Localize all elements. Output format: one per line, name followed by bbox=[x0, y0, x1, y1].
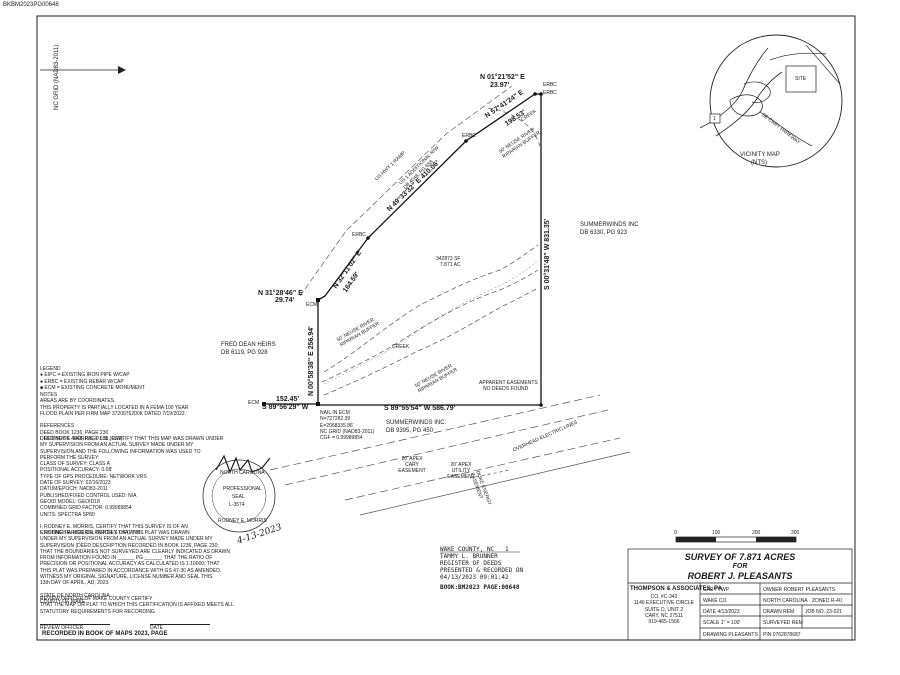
vicinity-map-nts: (NTS) bbox=[751, 160, 767, 166]
riparian-buffer-lines bbox=[321, 107, 541, 396]
bearing-east-line: S 00°31'48" W 831.35' bbox=[544, 218, 551, 290]
tb-job: JOB NO. 23-021 bbox=[805, 609, 842, 615]
firm-name: THOMPSON & ASSOCIATES, PA bbox=[630, 586, 722, 592]
apparent-easements-2: NO DEEDS FOUND bbox=[483, 386, 529, 392]
bearing-sw-short: S 89°56'29" W bbox=[262, 404, 309, 411]
creek-label: CREEK bbox=[392, 344, 410, 350]
easement-lines bbox=[269, 394, 631, 516]
tb-county: WAKE CO. bbox=[703, 598, 728, 604]
adjoiner-west-deed: DB 6119, PG 928 bbox=[221, 350, 268, 356]
control-nail-note: NAIL IN ECM N=727282.39 E=2068335.86' NC… bbox=[320, 410, 375, 442]
scale-tick-0: 0 bbox=[674, 530, 677, 536]
seal-state: NORTH CAROLINA bbox=[220, 470, 265, 476]
area-sf: 342873 SF bbox=[436, 256, 461, 262]
certificate-plat: I, RODNEY E. MORRIS, CERTIFY THAT THIS P… bbox=[40, 530, 230, 606]
north-arrow-label: NC GRID (NAD83-2011) bbox=[54, 44, 60, 110]
distance-sw-short: 152.45' bbox=[276, 396, 300, 403]
apparent-easements-1: APPARENT EASEMENTS bbox=[479, 380, 538, 386]
property-boundary bbox=[264, 93, 542, 406]
north-arrow-icon bbox=[40, 66, 126, 74]
area-ac: 7.871 AC bbox=[440, 262, 461, 268]
adjoiner-east-deed: DB 6330, PG 923 bbox=[580, 230, 628, 236]
scale-tick-200: 200 bbox=[752, 530, 761, 536]
signature-mark bbox=[215, 454, 271, 474]
survey-title-for: FOR bbox=[732, 563, 748, 570]
ecm-label-2: ECM bbox=[248, 400, 260, 406]
review-date-line bbox=[150, 624, 210, 625]
register-book-page: BOOK:BM2023 PAGE:00648 bbox=[440, 584, 520, 591]
register-of-deeds-stamp: WAKE COUNTY, NC 1 TAMMY L. BRUNNER REGIS… bbox=[440, 546, 524, 581]
bearing-west-line: N 00°58'38" E 256.94' bbox=[308, 326, 315, 396]
tb-state: NORTH CAROLINA bbox=[763, 598, 808, 604]
seal-label: SEAL bbox=[232, 494, 245, 500]
scale-tick-100: 100 bbox=[712, 530, 721, 536]
review-officer-label: REVIEW OFFICER bbox=[40, 625, 84, 631]
recorded-in-book: RECORDED IN BOOK OF MAPS 2023, PAGE bbox=[42, 631, 168, 637]
ramp-row-line bbox=[299, 85, 513, 297]
bearing-west-short: N 31°28'46" E bbox=[258, 290, 303, 297]
legend: LEGEND ● EIPC = EXISTING IRON PIPE W/CAP… bbox=[40, 366, 145, 391]
document-id: BKBM2023PG00648 bbox=[3, 2, 59, 8]
tb-owner: OWNER ROBERT PLEASANTS bbox=[763, 587, 836, 593]
tb-zoned: ZONED R-40 bbox=[812, 598, 842, 604]
erbc-label-3: ERBC bbox=[462, 133, 476, 139]
bearing-top-short: N 01°21'52" E bbox=[480, 74, 525, 81]
adjoiner-east-name: SUMMERWINDS INC bbox=[580, 222, 639, 228]
bearing-south-line: S 89°55'54" W 586.79' bbox=[384, 405, 456, 412]
tb-pin: PIN 0762878687 bbox=[763, 632, 801, 638]
seal-surveyor-name: RODNEY E. MORRIS bbox=[218, 518, 267, 524]
sheet-border bbox=[36, 15, 856, 641]
scale-tick-300: 300 bbox=[791, 530, 800, 536]
scale-bar bbox=[675, 536, 797, 543]
distance-west-short: 29.74' bbox=[275, 297, 295, 304]
distance-top-short: 23.97' bbox=[490, 82, 510, 89]
seal-professional: PROFESSIONAL bbox=[223, 486, 262, 492]
certificate-survey: I, RODNEY E. MORRIS, P.L.S., CERTIFY THA… bbox=[40, 436, 224, 537]
survey-client: ROBERT J. PLEASANTS bbox=[687, 571, 793, 581]
notes: NOTES AREAS ARE BY COORDINATES. THIS PRO… bbox=[40, 392, 189, 443]
survey-title: SURVEY OF 7.871 ACRES bbox=[684, 552, 796, 562]
review-officer-signature-line bbox=[40, 624, 110, 625]
erbc-label-2: ERBC bbox=[543, 90, 557, 96]
adjoiner-south-name: SUMMERWINDS INC. bbox=[386, 420, 447, 426]
tb-township: CARY TWP. bbox=[703, 587, 730, 593]
apex-utility-easement: 20' APEX UTILITY EASEMENT bbox=[447, 462, 475, 480]
tb-date: DATE 4/13/2023 bbox=[703, 609, 740, 615]
erbc-label-4: ERBC bbox=[352, 232, 366, 238]
adjoiner-south-deed: DB 9395, PG 450 bbox=[386, 428, 434, 434]
apex-cary-easement: 20' APEX CARY EASEMENT bbox=[398, 456, 426, 474]
review-date-label: DATE bbox=[150, 625, 163, 631]
vicinity-map bbox=[699, 34, 843, 168]
tb-drawing: DRAWING PLEASANTS bbox=[703, 632, 758, 638]
review-officer-certification: REVIEW OFFICER OF WAKE COUNTY CERTIFY TH… bbox=[40, 596, 234, 615]
adjoiner-west-name: FRED DEAN HEIRS bbox=[221, 342, 276, 348]
tb-surveyed: SURVEYED REM bbox=[763, 620, 803, 626]
ecm-label-1: ECM bbox=[306, 302, 318, 308]
monuments bbox=[262, 92, 543, 407]
tb-drawn: DRAWN REM bbox=[763, 609, 795, 615]
tb-scale: SCALE 1" = 100' bbox=[703, 620, 741, 626]
seal-license: L-3574 bbox=[229, 502, 245, 508]
vicinity-route-shield: 1 bbox=[713, 116, 716, 122]
firm-address: CO. #C-343 1146 EXECUTIVE CIRCLE SUITE D… bbox=[633, 594, 695, 626]
vicinity-site-label: SITE bbox=[795, 76, 807, 82]
surveyor-seal bbox=[202, 454, 276, 533]
title-block-grid bbox=[627, 548, 853, 641]
vicinity-map-title: VICINITY MAP bbox=[740, 152, 780, 158]
erbc-label-1: ERBC bbox=[543, 82, 557, 88]
